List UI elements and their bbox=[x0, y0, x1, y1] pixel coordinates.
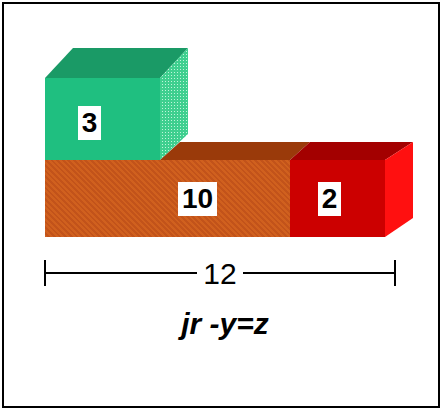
long-block: 10 bbox=[45, 160, 290, 237]
dimension-tick bbox=[394, 260, 396, 286]
block-label: 2 bbox=[318, 182, 342, 216]
dimension-label: 12 bbox=[197, 257, 242, 290]
block-side bbox=[385, 142, 413, 237]
frame bbox=[3, 3, 439, 407]
block-label: 10 bbox=[178, 182, 217, 216]
unit-block: 3 bbox=[45, 78, 160, 160]
block-label: 3 bbox=[78, 106, 102, 140]
equation: jr -y=z bbox=[175, 307, 275, 340]
unit-block: 2 bbox=[290, 160, 385, 237]
block-top bbox=[160, 142, 310, 160]
dimension-tick bbox=[44, 260, 46, 286]
